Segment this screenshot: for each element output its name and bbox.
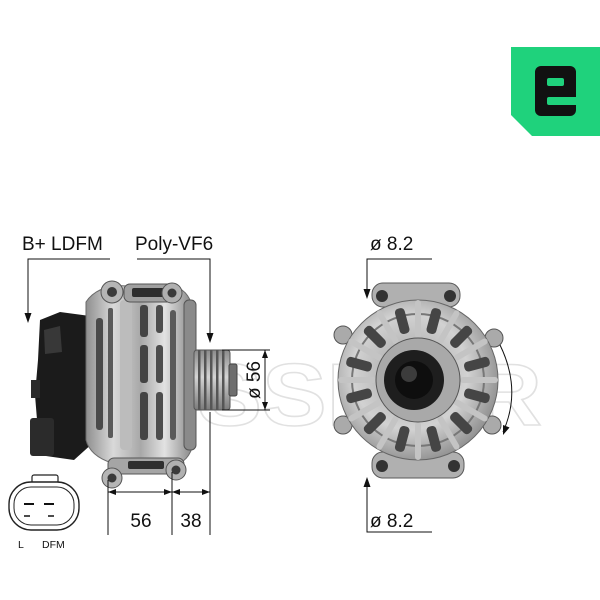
housing-vent-slot xyxy=(96,318,103,430)
rear-vent-slot xyxy=(346,388,373,404)
housing-vent-slot xyxy=(156,345,163,383)
mounting-hole-bottom-dimension: ø 8.2 xyxy=(363,477,432,533)
housing-vent-slot xyxy=(156,305,163,333)
pulley-groove xyxy=(222,350,225,410)
rear-vent-slot xyxy=(394,425,410,452)
hole-top-label: ø 8.2 xyxy=(370,234,413,255)
rear-vent-slot xyxy=(450,412,473,435)
length-front-label: 38 xyxy=(180,511,201,532)
rear-vent-slots xyxy=(338,300,498,460)
terminal-label: B+ LDFM xyxy=(22,234,103,255)
pulley-nut xyxy=(228,363,238,397)
rear-vent-slot xyxy=(426,308,442,335)
rear-rib xyxy=(453,399,488,422)
mounting-hole xyxy=(376,460,388,472)
connector-plug-icon: L DFM xyxy=(8,474,80,551)
regulator-terminal xyxy=(31,380,40,398)
housing-vent-slot xyxy=(170,310,176,440)
rear-vent-slot xyxy=(346,356,373,372)
pulley-groove xyxy=(204,350,207,410)
rear-vent-slot xyxy=(463,356,490,372)
hole-bottom-leader xyxy=(366,482,432,533)
rotation-arc xyxy=(499,344,513,433)
rear-rib xyxy=(437,415,460,450)
mounting-hole-top-dimension: ø 8.2 xyxy=(363,234,432,299)
connector-outline xyxy=(8,481,80,531)
rear-vent-slot xyxy=(426,425,442,452)
mounting-hole xyxy=(376,290,388,302)
housing-rib xyxy=(120,300,132,450)
logo-mark-notch xyxy=(547,97,578,105)
housing-vent-slot xyxy=(156,392,163,440)
dimension-arrowhead xyxy=(164,489,172,495)
housing-vent-slot xyxy=(108,308,113,438)
rear-vent-slot xyxy=(450,325,473,348)
terminal-arrowhead xyxy=(24,313,32,323)
rear-rib xyxy=(453,338,488,361)
pulley-diameter-dimension: ø 56 xyxy=(222,349,270,411)
mounting-hole xyxy=(107,287,117,297)
dimension-arrowhead xyxy=(262,350,268,358)
rear-rib xyxy=(348,399,383,422)
hole-bottom-arrowhead xyxy=(363,477,371,487)
rear-rib xyxy=(415,300,421,338)
pulley-arrowhead xyxy=(206,333,214,343)
mounting-hole xyxy=(107,473,117,483)
dimension-arrowhead xyxy=(172,489,180,495)
rear-rib xyxy=(338,377,376,383)
alternator-side-view xyxy=(30,280,238,489)
rotation-arrowhead xyxy=(503,425,510,435)
regulator-cover-highlight xyxy=(44,326,62,354)
rotation-direction-arrow-icon xyxy=(499,344,513,435)
dimension-arrowhead xyxy=(108,489,116,495)
mounting-bracket-slot xyxy=(128,461,164,469)
pulley-callout: Poly-VF6 xyxy=(135,234,214,343)
rear-rib xyxy=(460,377,498,383)
pulley-type-label: Poly-VF6 xyxy=(135,234,213,255)
length-rear-label: 56 xyxy=(130,511,151,532)
rear-hub-highlight xyxy=(401,366,417,382)
housing-vent-slot xyxy=(140,305,148,337)
pulley-groove xyxy=(210,350,213,410)
rear-vent-slot xyxy=(394,308,410,335)
dimension-arrowhead xyxy=(262,402,268,410)
hole-top-leader xyxy=(366,258,432,294)
rear-rib xyxy=(376,310,399,345)
rear-rib xyxy=(415,422,421,460)
rear-vent-slot xyxy=(463,388,490,404)
pin-dfm-label: DFM xyxy=(42,539,65,551)
rear-rib xyxy=(348,338,383,361)
hole-bottom-label: ø 8.2 xyxy=(370,511,413,532)
mounting-bracket-slot xyxy=(132,288,166,297)
logo-mark xyxy=(535,66,576,116)
pin-l-label: L xyxy=(18,539,24,551)
terminal-callout: B+ LDFM xyxy=(22,234,110,323)
pulley-groove xyxy=(216,350,219,410)
pulley-diameter-label: ø 56 xyxy=(244,361,265,399)
rear-vent-slot xyxy=(363,412,386,435)
regulator-plug xyxy=(30,418,54,456)
pulley-leader xyxy=(137,258,211,338)
rear-vent-slot xyxy=(363,325,386,348)
mounting-hole xyxy=(444,290,456,302)
connector-inner-outline xyxy=(13,486,75,526)
pulley-groove xyxy=(198,350,201,410)
rear-rib xyxy=(437,310,460,345)
mounting-hole xyxy=(167,288,177,298)
mounting-hole xyxy=(448,460,460,472)
era-logo-icon xyxy=(511,47,600,136)
length-dimensions: 56 38 xyxy=(107,412,211,535)
alternator-rear-view xyxy=(333,282,504,479)
hole-top-arrowhead xyxy=(363,289,371,299)
housing-vent-slot xyxy=(140,392,148,440)
housing-vent-slot xyxy=(140,345,148,383)
rear-rib xyxy=(376,415,399,450)
terminal-leader xyxy=(27,258,110,318)
pulley xyxy=(193,349,238,411)
dimension-arrowhead xyxy=(202,489,210,495)
logo-mark-hole xyxy=(547,78,564,86)
mounting-hole xyxy=(171,465,181,475)
